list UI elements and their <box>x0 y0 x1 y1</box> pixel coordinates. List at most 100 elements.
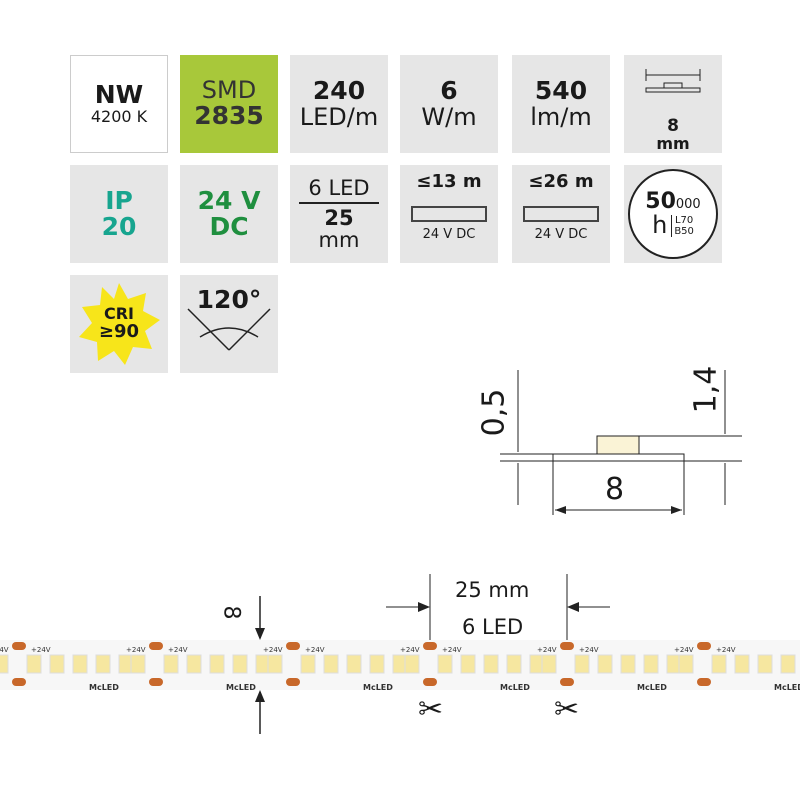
lumen-value: 540 <box>534 76 588 106</box>
led-chip <box>369 654 385 674</box>
led-chip <box>346 654 362 674</box>
led-chip <box>26 654 42 674</box>
tile-cut-unit: 6 LED 25 mm <box>290 165 388 263</box>
pad-label: +24V <box>0 646 9 654</box>
lifetime-b: B50 <box>674 225 694 237</box>
tile-double-feed: ≤26 m 24 V DC <box>512 165 610 263</box>
led-chip <box>404 654 420 674</box>
lifetime-thousands: 000 <box>675 196 701 212</box>
lifetime-l: L70 <box>674 214 694 226</box>
width-unit: mm <box>656 134 690 154</box>
strip-base <box>0 640 800 690</box>
led-chip <box>118 654 134 674</box>
led-chip <box>620 654 636 674</box>
cri-star-icon <box>79 283 160 365</box>
led-density-unit: LED/m <box>299 102 379 131</box>
solder-pad <box>149 678 163 686</box>
pad-label: +24V <box>579 646 599 654</box>
led-chip <box>437 654 453 674</box>
chip-type: SMD <box>201 76 257 105</box>
pad-label: +24V <box>31 646 51 654</box>
profile-base-thickness: 0,5 <box>476 388 512 437</box>
ip-label: IP <box>105 185 133 215</box>
tile-lumen: 540 lm/m <box>512 55 610 153</box>
segment-length: 25 mm <box>455 578 530 602</box>
scissors-icon: ✂ <box>554 692 580 727</box>
led-chip <box>255 654 271 674</box>
led-density-value: 240 <box>312 76 366 106</box>
led-chip <box>72 654 88 674</box>
led-chip <box>678 654 694 674</box>
pad-label: +24V <box>674 646 694 654</box>
solder-pad <box>286 642 300 650</box>
tile-led-density: 240 LED/m <box>290 55 388 153</box>
power-unit: W/m <box>421 102 477 131</box>
led-chip <box>597 654 613 674</box>
solder-pad <box>697 678 711 686</box>
solder-pad <box>12 678 26 686</box>
brand-label: McLED <box>774 683 800 692</box>
beam-angle-icon <box>187 308 271 351</box>
profile-total-thickness: 1,4 <box>688 365 724 414</box>
cut-length: 25 <box>324 205 354 230</box>
led-chip <box>506 654 522 674</box>
width-value: 8 <box>667 116 679 137</box>
led-chip <box>130 654 146 674</box>
led-chip <box>267 654 283 674</box>
beam-angle-value: 120° <box>196 285 262 314</box>
led-chip <box>95 654 111 674</box>
brand-label: McLED <box>363 683 393 692</box>
tile-ip: IP 20 <box>70 165 168 263</box>
tile-single-feed: ≤13 m 24 V DC <box>400 165 498 263</box>
profile-width: 8 <box>605 472 625 507</box>
brand-label: McLED <box>637 683 667 692</box>
lifetime-unit: h <box>652 210 668 239</box>
tile-width: 8 mm <box>624 55 722 153</box>
tile-power: 6 W/m <box>400 55 498 153</box>
led-chip <box>643 654 659 674</box>
cri-value: ≥90 <box>98 320 140 342</box>
solder-pad <box>149 642 163 650</box>
pad-label: +24V <box>305 646 325 654</box>
color-kelvin: 4200 K <box>90 106 148 126</box>
pad-label: +24V <box>126 646 146 654</box>
single-feed-max: ≤13 m <box>416 171 482 192</box>
tile-voltage: 24 V DC <box>180 165 278 263</box>
strip-icon <box>523 205 599 222</box>
solder-pad <box>697 642 711 650</box>
width-icon <box>645 69 701 93</box>
led-chip <box>529 654 545 674</box>
tile-chip: SMD 2835 <box>180 55 278 153</box>
led-chip <box>323 654 339 674</box>
brand-label: McLED <box>500 683 530 692</box>
pad-label: +24V <box>716 646 736 654</box>
led-chip <box>392 654 408 674</box>
led-chip <box>163 654 179 674</box>
brand-label: McLED <box>89 683 119 692</box>
solder-pad <box>560 642 574 650</box>
scissors-icon: ✂ <box>418 692 444 727</box>
lifetime-hours: 50 <box>645 188 676 214</box>
led-chip <box>780 654 796 674</box>
cri-label: CRI <box>103 304 134 324</box>
lumen-unit: lm/m <box>530 102 592 131</box>
solder-pad <box>423 642 437 650</box>
led-chip <box>186 654 202 674</box>
strip-width-label: 8 <box>218 605 244 620</box>
pad-label: +24V <box>537 646 557 654</box>
tile-color-temp: NW 4200 K <box>70 55 168 153</box>
solder-pad <box>12 642 26 650</box>
led-chip <box>541 654 557 674</box>
led-chip <box>460 654 476 674</box>
led-chip <box>666 654 682 674</box>
pad-label: +24V <box>168 646 188 654</box>
segment-leds: 6 LED <box>462 615 524 639</box>
led-chip <box>711 654 727 674</box>
double-feed-max: ≤26 m <box>528 171 594 192</box>
double-feed-voltage: 24 V DC <box>534 226 588 242</box>
brand-label: McLED <box>226 683 256 692</box>
pad-label: +24V <box>400 646 420 654</box>
led-chip <box>232 654 248 674</box>
led-chip <box>757 654 773 674</box>
